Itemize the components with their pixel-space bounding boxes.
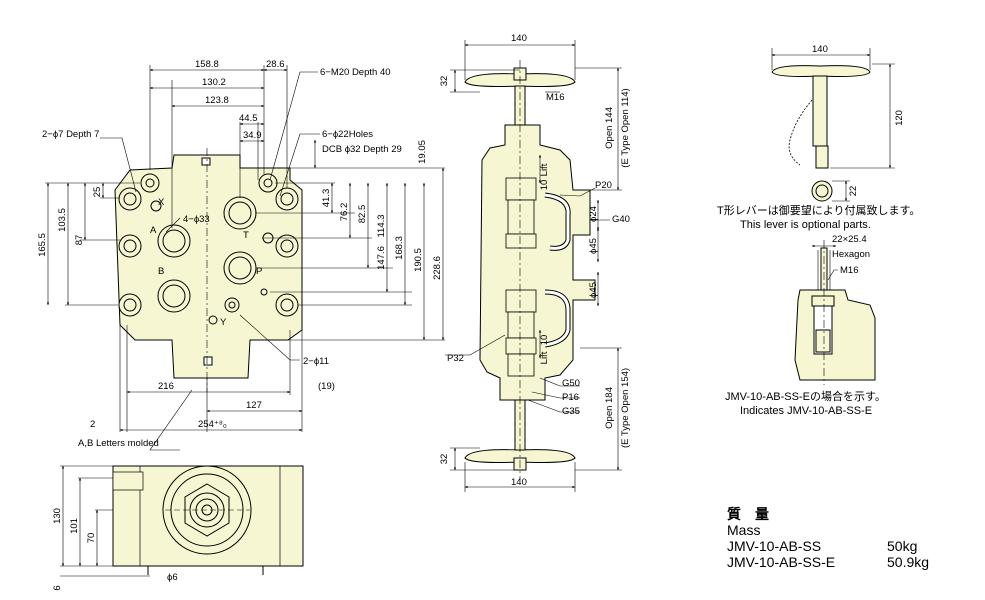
- mass-row: JMV-10-AB-SS 50kg: [727, 538, 929, 554]
- callout-phi33: 4−ϕ33: [183, 214, 210, 225]
- dim-254: 254⁺⁸₀: [198, 419, 227, 430]
- lift-label-top: Lift: [539, 163, 550, 176]
- seal-p32: P32: [447, 353, 464, 364]
- bottom-view: [60, 465, 304, 577]
- front-dimension-labels: 158.8 28.6 130.2 123.8 44.5 34.9 6−M20 D…: [37, 59, 443, 449]
- dim-76-2: 76.2: [339, 203, 350, 222]
- dim-101: 101: [69, 518, 80, 534]
- callout-m20: 6−M20 Depth 40: [320, 67, 391, 78]
- dim-2: 2: [90, 419, 95, 430]
- side-body: [479, 124, 596, 401]
- dim-123-8: 123.8: [205, 95, 229, 106]
- detail-hex-label: Hexagon: [832, 249, 870, 260]
- dim-114-3: 114.3: [376, 214, 387, 237]
- detail-note-en: Indicates JMV-10-AB-SS-E: [740, 405, 872, 417]
- open-bottom-e: (E Type Open 154): [620, 368, 631, 448]
- port-label-y: Y: [220, 317, 227, 328]
- dim-168-3: 168.3: [394, 236, 405, 260]
- dim-41-3: 41.3: [321, 189, 332, 208]
- ports: [157, 196, 257, 313]
- dim-127: 127: [246, 400, 262, 411]
- lift-label-bottom: Lift: [539, 351, 550, 364]
- open-top-e: (E Type Open 114): [620, 88, 631, 167]
- detail-body: [794, 289, 876, 381]
- dia-24: ϕ24: [588, 206, 599, 222]
- dim-82-5: 82.5: [357, 205, 368, 224]
- mass-title-jp: 質 量: [727, 506, 769, 522]
- front-view: [45, 65, 445, 451]
- seal-g50: G50: [562, 378, 580, 389]
- seal-p20: P20: [595, 180, 612, 191]
- dim-147-6: 147.6: [376, 246, 387, 270]
- lever-dim-140: 140: [812, 44, 828, 55]
- mass-value: 50.9kg: [887, 554, 930, 570]
- detail-note-jp: JMV-10-AB-SS-Eの場合を示す。: [725, 389, 886, 403]
- mass-model: JMV-10-AB-SS: [727, 538, 822, 554]
- port-label-a: A: [150, 225, 157, 236]
- seal-g35: G35: [562, 406, 580, 417]
- open-bottom: Open 184: [604, 387, 615, 429]
- side-dim-32-bottom: 32: [439, 454, 450, 465]
- seal-g40: G40: [612, 214, 630, 225]
- mass-value: 50kg: [887, 538, 918, 554]
- mass-title-en: Mass: [727, 522, 761, 538]
- dim-44-5: 44.5: [239, 113, 258, 124]
- seal-p16: P16: [562, 392, 579, 403]
- side-dim-140-top: 140: [511, 33, 527, 44]
- port-label-t: T: [243, 230, 249, 241]
- mass-table: 質 量 Mass JMV-10-AB-SS 50kg JMV-10-AB-SS-E…: [727, 506, 929, 570]
- detail-labels: 22×25.4 Hexagon M16 JMV-10-AB-SS-Eの場合を示す…: [725, 234, 886, 417]
- dim-216: 216: [158, 381, 174, 392]
- lever-note-en: This lever is optional parts.: [740, 219, 871, 231]
- dim-87: 87: [74, 235, 85, 246]
- lever-view: [771, 48, 895, 202]
- open-top: Open 144: [604, 107, 615, 149]
- side-dim-140-bottom: 140: [511, 477, 527, 488]
- mass-model: JMV-10-AB-SS-E: [727, 554, 836, 570]
- dim-28-6: 28.6: [266, 59, 285, 70]
- lever-labels: 140 120 22 T形レバーは御要望により付属致します。 This leve…: [717, 44, 920, 231]
- port-label-x: X: [158, 197, 165, 208]
- lift-value-bottom: 10: [539, 335, 550, 346]
- dim-103-5: 103.5: [57, 208, 68, 232]
- dia-45-bottom: ϕ45: [588, 282, 599, 298]
- detail-hex-dim: 22×25.4: [832, 234, 867, 245]
- dim-165-5: 165.5: [37, 233, 48, 257]
- dim-6: 6: [52, 585, 63, 590]
- dim-phi6: ϕ6: [167, 572, 178, 583]
- bolt-holes: [118, 173, 299, 325]
- dim-158-8: 158.8: [195, 59, 219, 70]
- lever-note-jp: T形レバーは御要望により付属致します。: [717, 203, 920, 217]
- dim-34-9: 34.9: [243, 130, 262, 141]
- detail-view: [794, 240, 876, 385]
- callout-phi7: 2−ϕ7 Depth 7: [42, 129, 99, 140]
- dim-19-05: 19.05: [417, 140, 428, 164]
- side-dimension-labels: 140 140 32 32 M16 Open 144 (E Type Open …: [439, 33, 631, 488]
- lift-value-top: 10: [539, 180, 550, 191]
- letters-molded-note: A,B Letters molded: [78, 438, 159, 449]
- detail-thread: M16: [840, 265, 858, 276]
- lever-dim-22: 22: [848, 186, 859, 197]
- side-thread-m16: M16: [546, 92, 564, 103]
- dim-190-5: 190.5: [413, 248, 424, 272]
- callout-22holes: 6−ϕ22Holes: [322, 129, 373, 140]
- port-label-b: B: [158, 266, 164, 277]
- lever-dim-120: 120: [894, 110, 905, 126]
- callout-dcb: DCB ϕ32 Depth 29: [322, 144, 402, 155]
- dim-70: 70: [86, 533, 97, 544]
- dim-19: (19): [318, 381, 335, 392]
- dim-130-2: 130.2: [202, 77, 226, 88]
- dim-25: 25: [92, 187, 103, 198]
- dia-45-top: ϕ45: [588, 238, 599, 254]
- callout-phi11: 2−ϕ11: [303, 356, 329, 367]
- mass-row: JMV-10-AB-SS-E 50.9kg: [727, 554, 929, 570]
- bottom-dimension-labels: 130 101 70 6 ϕ6: [52, 508, 178, 591]
- dim-130: 130: [52, 508, 63, 524]
- side-dim-32-top: 32: [439, 76, 450, 87]
- port-label-p: P: [256, 266, 262, 277]
- dim-228-6: 228.6: [432, 256, 443, 280]
- side-view: [445, 40, 622, 492]
